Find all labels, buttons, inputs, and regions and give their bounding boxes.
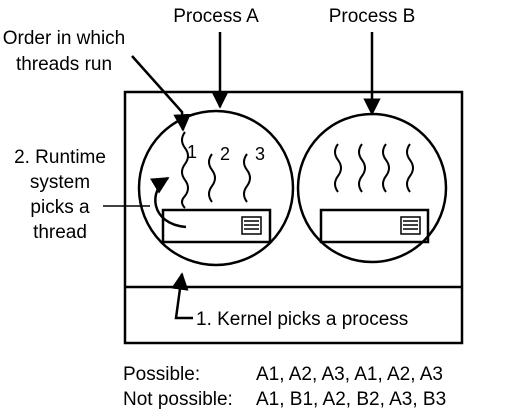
thread-label-1: 1 — [187, 142, 197, 162]
runtime-system-b — [319, 208, 430, 244]
runtime-system-a — [161, 208, 272, 244]
thread-a1 — [181, 131, 189, 209]
process-a-circle — [137, 109, 295, 267]
possible-value: A1, A2, A3, A1, A2, A3 — [256, 364, 443, 385]
runtime-table-b — [400, 216, 421, 235]
process-b-circle — [296, 112, 448, 264]
thread-b1 — [334, 143, 342, 193]
thread-a3 — [243, 153, 251, 203]
order-label-line1: Order in which — [3, 28, 126, 49]
thread-label-3: 3 — [255, 144, 265, 164]
process-b-label: Process B — [329, 6, 416, 27]
thread-b4 — [406, 143, 414, 193]
thread-label-2: 2 — [220, 144, 230, 164]
kernel-box — [123, 90, 464, 345]
thread-a2 — [208, 153, 216, 203]
thread-b3 — [382, 143, 390, 193]
kernel-arrow — [171, 272, 193, 320]
runtime-pick-arrow — [149, 176, 187, 229]
not-possible-value: A1, B1, A2, B2, A3, B3 — [256, 389, 446, 410]
runtime-label-line2: system — [30, 172, 90, 193]
runtime-label-line3: picks a — [30, 197, 90, 218]
runtime-table-a — [241, 216, 262, 235]
possible-label: Possible: — [123, 364, 200, 385]
not-possible-label: Not possible: — [123, 389, 233, 410]
thread-b2 — [358, 143, 366, 193]
order-arrow — [131, 55, 191, 132]
kernel-label: 1. Kernel picks a process — [196, 309, 408, 330]
runtime-label-line1: 2. Runtime — [14, 147, 106, 168]
order-label-line2: threads run — [16, 54, 112, 75]
runtime-label-line4: thread — [33, 222, 87, 243]
process-a-label: Process A — [173, 6, 259, 27]
